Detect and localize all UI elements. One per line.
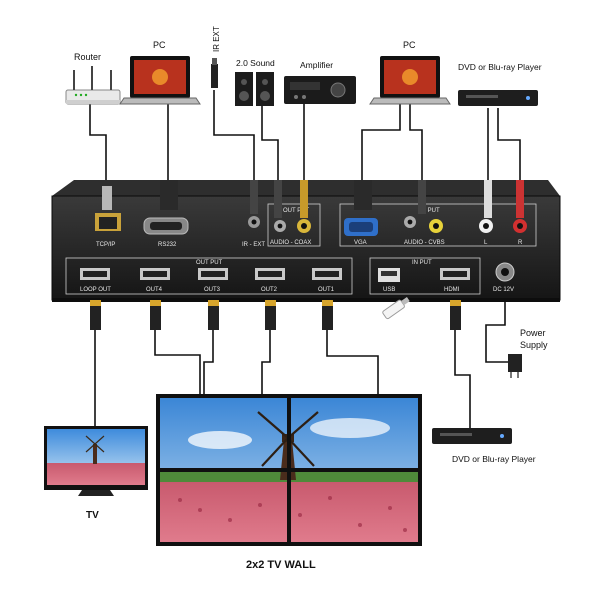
power-supply-label-2: Supply xyxy=(520,340,548,350)
dvd-bottom-device xyxy=(432,428,512,444)
router-device xyxy=(65,66,121,105)
input-bottom-label: IN PUT xyxy=(412,260,432,266)
power-supply-label-1: Power xyxy=(520,328,546,338)
dvd-top-label: DVD or Blu-ray Player xyxy=(458,62,542,72)
audio-r-label: R xyxy=(518,240,523,246)
ir-ext-port-label: IR - EXT xyxy=(242,242,265,248)
out3-label: OUT3 xyxy=(204,287,221,293)
cables xyxy=(89,90,521,428)
pc-right-device xyxy=(369,56,451,105)
power-adapter xyxy=(508,354,522,372)
out1-label: OUT1 xyxy=(318,287,335,293)
pc-right-label: PC xyxy=(403,40,416,50)
ir-ext-label: IR EXT xyxy=(212,26,221,52)
loop-out-label: LOOP OUT xyxy=(80,287,111,293)
audio-output-label: OUT PUT xyxy=(283,208,310,214)
dvd-top-device xyxy=(458,90,538,106)
vga-label: VGA xyxy=(354,240,367,246)
tcpip-label: TCP/IP xyxy=(96,242,115,248)
input-top-label: IN PUT xyxy=(420,208,440,214)
usb-label: USB xyxy=(383,287,395,293)
out4-label: OUT4 xyxy=(146,287,163,293)
hdmi-output-ports xyxy=(80,268,342,280)
amplifier-label: Amplifier xyxy=(300,60,333,70)
sound-label: 2.0 Sound xyxy=(236,58,275,68)
dc-label: DC 12V xyxy=(493,287,514,293)
rs232-label: RS232 xyxy=(158,242,177,248)
audio-coax-label: AUDIO - COAX xyxy=(270,240,311,246)
audio-l-label: L xyxy=(484,240,488,246)
ir-ext-device xyxy=(211,58,218,88)
router-label: Router xyxy=(74,52,101,62)
pc-left-label: PC xyxy=(153,40,166,50)
pc-left-device xyxy=(119,56,201,105)
dvd-bottom-label: DVD or Blu-ray Player xyxy=(452,454,536,464)
out2-label: OUT2 xyxy=(261,287,278,293)
speakers-device xyxy=(235,72,274,106)
usb-stick xyxy=(382,297,410,320)
tv-label: TV xyxy=(86,510,99,521)
hdmi-input-label: HDMI xyxy=(444,287,460,293)
single-tv xyxy=(44,426,148,496)
tv-wall xyxy=(156,394,422,546)
output-bottom-label: OUT PUT xyxy=(196,260,223,266)
amplifier-device xyxy=(284,76,356,104)
plugs xyxy=(90,180,524,378)
tv-wall-label: 2x2 TV WALL xyxy=(246,559,316,571)
audio-cvbs-label: AUDIO - CVBS xyxy=(404,240,445,246)
